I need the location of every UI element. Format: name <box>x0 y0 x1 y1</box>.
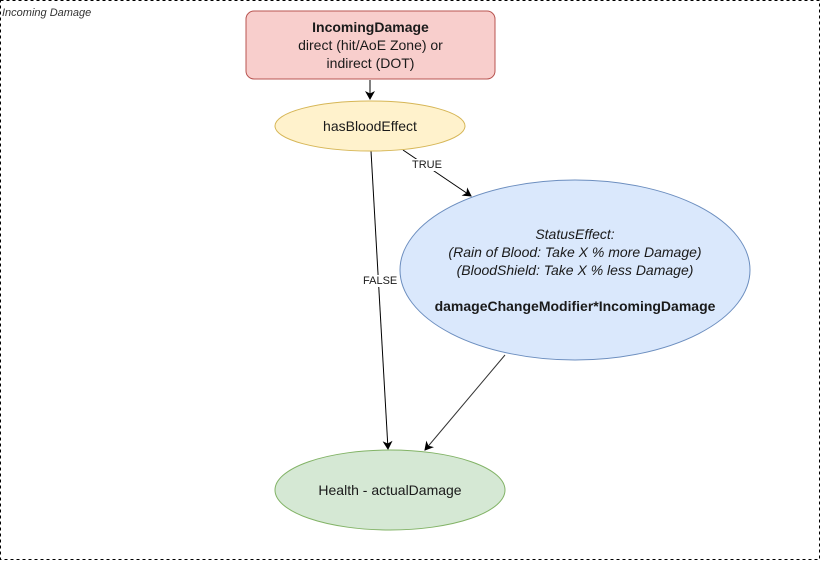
incoming-damage-line1: direct (hit/AoE Zone) or <box>298 37 443 53</box>
has-blood-effect-label: hasBloodEffect <box>323 118 417 134</box>
health-node <box>274 449 506 531</box>
incoming-damage-text: IncomingDamage direct (hit/AoE Zone) or … <box>246 18 495 72</box>
container-title: Incoming Damage <box>2 7 92 19</box>
status-effect-formula: damageChangeModifier*IncomingDamage <box>434 298 716 314</box>
status-effect-node <box>399 179 751 361</box>
health-label: Health - actualDamage <box>318 482 462 498</box>
incoming-damage-title: IncomingDamage <box>312 19 429 35</box>
incoming-damage-node <box>245 10 496 80</box>
edge-true <box>402 149 472 197</box>
edge-status-to-health <box>424 354 506 451</box>
has-blood-effect-node <box>274 100 466 152</box>
edge-false-label: FALSE <box>362 275 399 287</box>
status-effect-line3: (BloodShield: Take X % less Damage) <box>456 262 694 278</box>
edge-true-label: TRUE <box>411 159 443 171</box>
edge-false <box>370 150 393 450</box>
status-effect-spacer <box>400 279 750 297</box>
status-effect-line2: (Rain of Blood: Take X % more Damage) <box>448 244 702 260</box>
status-effect-text: StatusEffect: (Rain of Blood: Take X % m… <box>400 225 750 315</box>
status-effect-line1: StatusEffect: <box>535 226 615 242</box>
incoming-damage-line2: indirect (DOT) <box>326 55 415 71</box>
